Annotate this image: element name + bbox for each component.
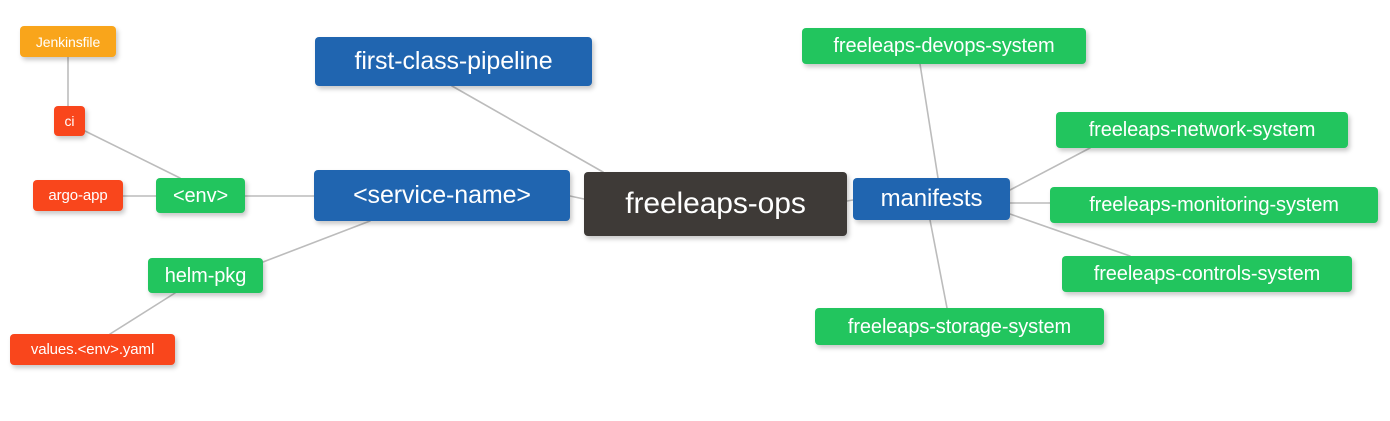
node-label-freeleaps-controls-system: freeleaps-controls-system (1093, 263, 1321, 285)
node-label-service-name: <service-name> (353, 181, 531, 209)
node-label-freeleaps-devops-system: freeleaps-devops-system (833, 35, 1055, 57)
edge-manifests-to-freeleaps-devops-system (919, 63, 939, 179)
edge-manifests-to-freeleaps-network-system (1009, 147, 1091, 191)
node-label-first-class-pipeline: first-class-pipeline (354, 47, 553, 75)
node-freeleaps-storage-system[interactable]: freeleaps-storage-system (815, 308, 1104, 345)
node-manifests[interactable]: manifests (853, 178, 1010, 220)
edge-env-to-ci (84, 130, 181, 179)
node-label-argo-app: argo-app (48, 187, 108, 204)
node-freeleaps-ops[interactable]: freeleaps-ops (584, 172, 847, 236)
node-label-freeleaps-network-system: freeleaps-network-system (1088, 119, 1316, 141)
node-label-values-env-yaml: values.<env>.yaml (30, 341, 155, 358)
node-label-manifests: manifests (880, 185, 983, 212)
node-label-freeleaps-storage-system: freeleaps-storage-system (847, 315, 1072, 338)
node-label-ci: ci (64, 113, 75, 129)
node-first-class-pipeline[interactable]: first-class-pipeline (315, 37, 592, 86)
node-service-name[interactable]: <service-name> (314, 170, 570, 221)
node-label-jenkinsfile: Jenkinsfile (35, 33, 101, 50)
node-freeleaps-network-system[interactable]: freeleaps-network-system (1056, 112, 1348, 148)
node-freeleaps-devops-system[interactable]: freeleaps-devops-system (802, 28, 1086, 64)
node-helm-pkg[interactable]: helm-pkg (148, 258, 263, 293)
edge-manifests-to-freeleaps-storage-system (929, 219, 948, 309)
node-freeleaps-controls-system[interactable]: freeleaps-controls-system (1062, 256, 1352, 292)
node-label-env: <env> (172, 184, 229, 207)
node-argo-app[interactable]: argo-app (33, 180, 123, 211)
node-values-env-yaml[interactable]: values.<env>.yaml (10, 334, 175, 365)
node-label-freeleaps-ops: freeleaps-ops (625, 187, 806, 220)
edge-service-name-to-helm-pkg (262, 220, 371, 263)
edge-freeleaps-ops-to-service-name (569, 195, 585, 200)
edge-freeleaps-ops-to-first-class-pipeline (451, 85, 604, 173)
edge-helm-pkg-to-values-env-yaml (109, 292, 176, 335)
node-jenkinsfile[interactable]: Jenkinsfile (20, 26, 116, 57)
node-ci[interactable]: ci (54, 106, 85, 136)
node-label-helm-pkg: helm-pkg (164, 264, 247, 287)
node-label-freeleaps-monitoring-system: freeleaps-monitoring-system (1089, 194, 1339, 216)
node-env[interactable]: <env> (156, 178, 245, 213)
node-freeleaps-monitoring-system[interactable]: freeleaps-monitoring-system (1050, 187, 1378, 223)
